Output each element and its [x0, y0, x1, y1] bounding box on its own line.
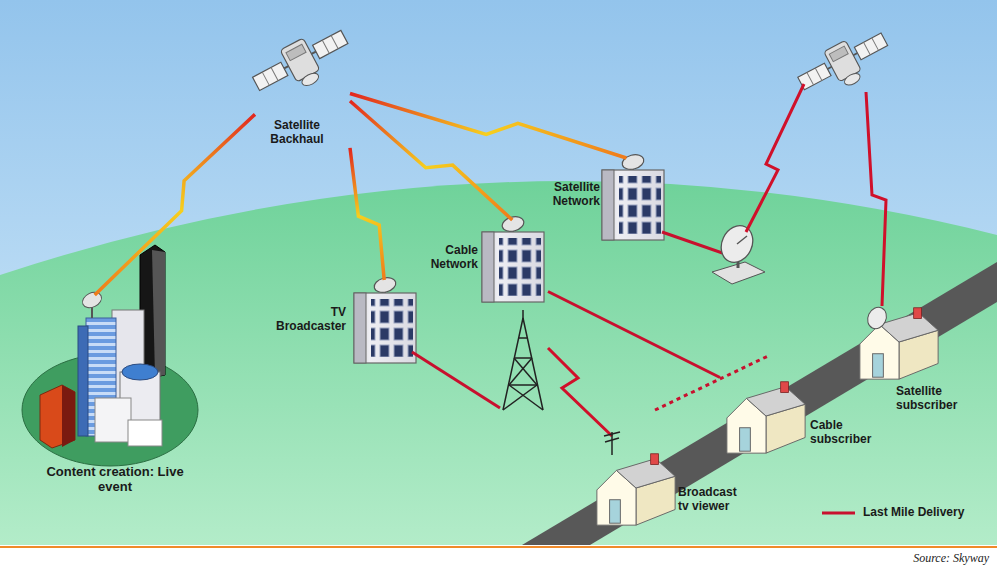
satellite: [793, 24, 896, 106]
roof-dish: [864, 304, 890, 332]
house: [597, 454, 675, 525]
legend-line-sample: [822, 512, 855, 515]
house: [727, 382, 805, 453]
node-label: TV Broadcaster: [264, 305, 346, 333]
cable-building: [482, 214, 544, 302]
connector-line: [350, 94, 626, 159]
source-note: Source: Skyway: [913, 551, 989, 566]
cable-link: [548, 292, 720, 378]
node-label: Satellite subscriber: [896, 384, 968, 412]
broadcast-tower: [503, 310, 543, 410]
connector-line: [95, 114, 255, 295]
earth: [0, 181, 997, 545]
node-label: Cable subscriber: [810, 418, 876, 446]
satellite-node: Satellite Backhaul: [255, 18, 350, 148]
house-node: Broadcast tv viewer: [590, 430, 745, 527]
content-node: Content creation: Live event: [25, 295, 205, 500]
backhaul-link: [95, 114, 255, 295]
node-label: Content creation: Live event: [45, 464, 185, 494]
road: [522, 262, 997, 545]
last-mile-bolt: [548, 348, 612, 436]
last-mile-bolt: [746, 84, 804, 232]
node-label: Satellite Network: [542, 180, 600, 208]
building-node: Cable Network: [422, 220, 548, 308]
backhaul-link: [350, 94, 626, 159]
last-mile-wire: [412, 352, 500, 408]
sky: [0, 0, 997, 545]
backhaul-link: [350, 148, 384, 280]
satellite-network-building: [602, 152, 664, 240]
building-node: Satellite Network: [545, 158, 668, 248]
broadcaster-building: [354, 275, 416, 363]
antenna: [604, 432, 620, 455]
last-mile-wire: [662, 232, 728, 255]
last-mile-bolt: [866, 92, 886, 306]
building-node: TV Broadcaster: [262, 280, 422, 368]
ground-dish: [712, 220, 765, 284]
house-node: Cable subscriber: [720, 368, 875, 458]
connector-line: [350, 148, 384, 280]
node-label: Broadcast tv viewer: [678, 485, 744, 513]
node-label: Satellite Backhaul: [262, 118, 332, 146]
footer-rule: [0, 546, 997, 548]
satellite: [247, 21, 356, 108]
connector-line: [548, 292, 720, 378]
house-node: Satellite subscriber: [855, 298, 992, 418]
node-label: Cable Network: [420, 243, 478, 271]
legend-text: Last Mile Delivery: [863, 505, 964, 519]
